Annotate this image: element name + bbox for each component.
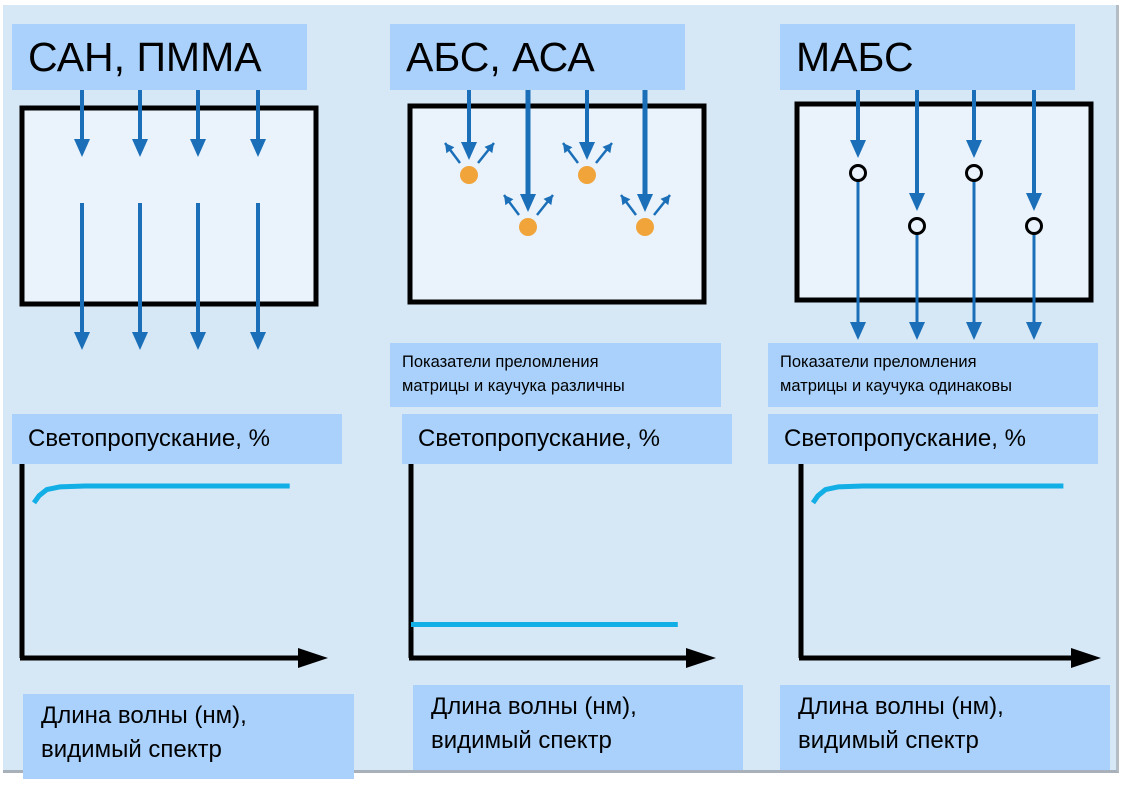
incident-light-arrow-2-head [132,139,148,157]
scattered-light-arrow-left-3-head [563,143,573,154]
transmitted-light-head-4 [1026,322,1042,340]
note-abs-asa: Показатели преломления матрицы и каучука… [390,343,721,407]
note-line-1: Показатели преломления [780,353,977,371]
panel-title-abs-asa: АБС, АСА [390,24,685,90]
transmitted-light-head-2 [909,322,925,340]
x-label-line-2: видимый спектр [41,736,222,763]
y-axis-label-san-pmma: Светопропускание, % [12,414,342,464]
scattered-light-arrow-left-1-head [445,143,455,154]
transmitted-light-head-1 [850,322,866,340]
scattered-light-arrow-right-2-head [543,195,553,206]
x-axis-arrow-icon [1071,648,1101,668]
transmission-curve-mabs [810,483,1064,505]
transmitted-light-arrow-4-head [250,332,266,350]
incident-light-arrow-3-head [190,139,206,157]
scattered-light-arrow-left-2-head [504,195,514,206]
y-axis-label-mabs: Светопропускание, % [768,414,1098,464]
transmitted-light-arrow-2-head [132,332,148,350]
x-axis-arrow-icon [686,648,716,668]
panel-title-mabs: МАБС [780,24,1075,90]
rubber-particle-1 [849,164,867,182]
sample-box-mabs [794,101,1094,303]
transmission-curve-san-pmma [31,483,290,505]
transmitted-light-arrow-3-head [190,332,206,350]
scattered-light-arrow-right-4-head [660,195,670,206]
x-axis-label-san-pmma: Длина волны (нм), видимый спектр [23,694,354,779]
rubber-particle-2 [908,217,926,235]
note-line-1: Показатели преломления [402,353,599,371]
incident-light-arrow-4-head [637,194,653,212]
incident-light-arrow-1-head [74,139,90,157]
note-mabs: Показатели преломления матрицы и каучука… [768,343,1098,407]
incident-light-arrow-2-head [909,193,925,211]
incident-light-arrow-3-head [966,140,982,158]
incident-light-arrow-4-head [250,139,266,157]
rubber-particle-1 [460,166,478,184]
incident-light-arrow-1-head [850,140,866,158]
rubber-particle-3 [965,164,983,182]
rubber-particle-4 [636,218,654,236]
scattered-light-arrow-right-3-head [602,143,612,154]
incident-light-arrow-1-head [461,142,477,160]
x-label-line-2: видимый спектр [798,727,979,754]
x-label-line-1: Длина волны (нм), [41,702,247,729]
panel-title-san-pmma: САН, ПММА [12,24,307,90]
incident-light-arrow-4-head [1026,193,1042,211]
incident-light-arrow-2-head [520,194,536,212]
y-axis-label-abs-asa: Светопропускание, % [402,414,732,464]
incident-light-arrow-3-head [579,142,595,160]
rubber-particle-3 [578,166,596,184]
rubber-particle-4 [1025,217,1043,235]
x-label-line-1: Длина волны (нм), [798,693,1004,720]
x-label-line-2: видимый спектр [431,727,612,754]
sample-box-abs-asa [407,103,707,305]
rubber-particle-2 [519,218,537,236]
x-axis-label-abs-asa: Длина волны (нм), видимый спектр [413,685,743,770]
sample-box-san-pmma [19,105,319,307]
transmitted-light-arrow-1-head [74,332,90,350]
x-axis-arrow-icon [298,648,328,668]
x-axis-label-mabs: Длина волны (нм), видимый спектр [780,685,1110,770]
scattered-light-arrow-left-4-head [621,195,631,206]
note-line-2: матрицы и каучука одинаковы [780,377,1012,395]
scattered-light-arrow-right-1-head [484,143,494,154]
note-line-2: матрицы и каучука различны [402,377,625,395]
transmitted-light-head-3 [966,322,982,340]
x-label-line-1: Длина волны (нм), [431,693,637,720]
